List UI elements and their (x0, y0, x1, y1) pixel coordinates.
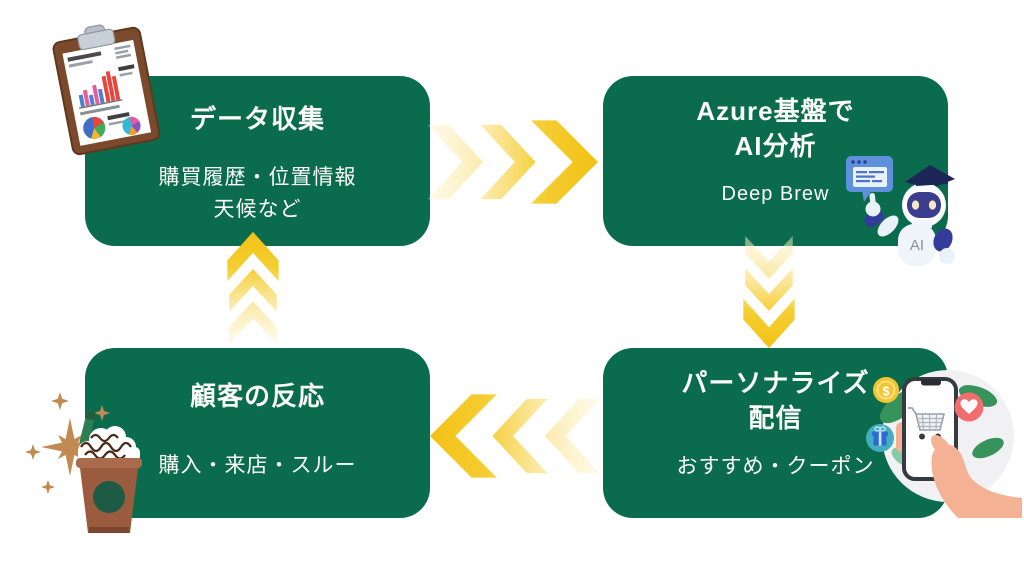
step-subtitle-data-collection: 購買履歴・位置情報 天候など (85, 162, 430, 226)
robot-chest-label: AI (910, 237, 924, 254)
subtitle-line: 天候など (213, 198, 302, 221)
smartphone-shopping-hand-icon: $ (842, 360, 1022, 518)
chevron-down-arrow-icon (742, 236, 796, 350)
title-line: AI分析 (734, 131, 817, 161)
clipboard-charts-icon (45, 16, 168, 163)
title-line: Azure基盤で (696, 96, 855, 126)
chevron-left-arrow-icon (430, 390, 600, 482)
chevron-right-arrow-icon (428, 116, 598, 208)
chevron-up-arrow-icon (226, 230, 280, 344)
step-subtitle-customer-reaction: 購入・来店・スルー (158, 454, 357, 477)
step-title-azure-ai: Azure基盤で AI分析 (603, 94, 948, 164)
ai-robot-graduate-icon: AI (842, 152, 962, 266)
step-box-customer-reaction: 顧客の反応 購入・来店・スルー (85, 348, 430, 518)
subtitle-line: 購買履歴・位置情報 (158, 166, 357, 189)
step-title-customer-reaction: 顧客の反応 (189, 381, 325, 411)
coin-dollar-symbol: $ (882, 384, 890, 399)
title-line: パーソナライズ (681, 368, 870, 398)
step-title-data-collection: データ収集 (189, 104, 325, 134)
step-subtitle-personalized-delivery: おすすめ・クーポン (676, 455, 875, 478)
step-title-personalized-delivery: パーソナライズ 配信 (603, 366, 948, 436)
step-subtitle-azure-ai: Deep Brew (721, 183, 830, 205)
title-line: 配信 (748, 403, 803, 433)
frappuccino-drink-icon (25, 385, 160, 545)
